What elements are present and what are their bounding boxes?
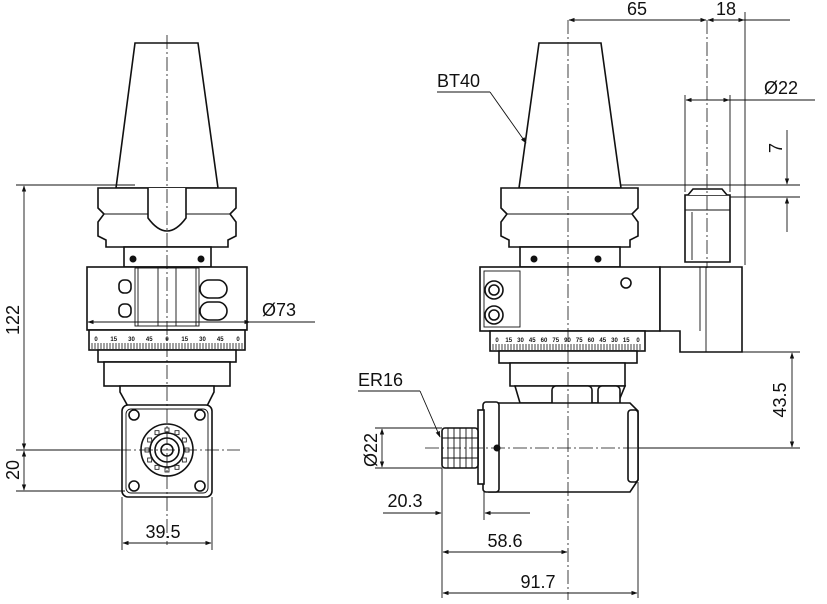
dim-43-5: 43.5 [770, 382, 790, 417]
collet-tooth [147, 437, 153, 443]
collet-tooth [154, 430, 160, 436]
collet-tooth [174, 430, 180, 436]
dim-7: 7 [766, 143, 786, 153]
right-scale-label: 45 [529, 338, 536, 344]
dim-65: 65 [627, 0, 647, 19]
right-scale-label: 0 [636, 338, 640, 344]
right-scale-label: 75 [552, 338, 559, 344]
left-housing [86, 266, 248, 331]
right-scale-label: 75 [576, 338, 583, 344]
right-scale-label: 60 [541, 338, 548, 344]
right-scale-label: 0 [495, 338, 499, 344]
dim-dia73: Ø73 [262, 300, 296, 320]
right-head [488, 402, 639, 493]
left-scale-label: 15 [110, 337, 117, 343]
label-bt40: BT40 [437, 71, 480, 91]
dim-dia22-top: Ø22 [764, 78, 798, 98]
dim-122: 122 [3, 305, 23, 335]
dim-91-7: 91.7 [520, 572, 555, 592]
right-scale-label: 60 [588, 338, 595, 344]
stop-block [659, 266, 743, 353]
left-dimensions: 122 20 Ø73 39.5 [3, 184, 315, 550]
collet-tooth [154, 464, 160, 470]
left-scale-label: 0 [236, 337, 240, 343]
dim-20-3: 20.3 [387, 491, 422, 511]
left-scale-label: 30 [199, 337, 206, 343]
dim-20-left: 20 [3, 460, 23, 480]
left-scale-label: 45 [217, 337, 224, 343]
right-scale-label: 30 [611, 338, 618, 344]
collet-tooth [181, 457, 187, 463]
right-scale-label: 45 [599, 338, 606, 344]
left-scale-label: 45 [146, 337, 153, 343]
left-scale-label: 0 [94, 337, 98, 343]
left-scale-label: 30 [128, 337, 135, 343]
label-er16: ER16 [358, 370, 403, 390]
dim-18: 18 [716, 0, 736, 19]
right-scale-label: 30 [517, 338, 524, 344]
right-flange [500, 187, 639, 248]
right-taper [518, 42, 622, 189]
dim-dia22-left: Ø22 [361, 433, 381, 467]
collet-tooth [181, 437, 187, 443]
right-housing [479, 266, 661, 332]
collet-tooth [147, 457, 153, 463]
right-scale-label: 15 [623, 338, 630, 344]
dim-39-5: 39.5 [145, 522, 180, 542]
right-dimensions: 65 18 Ø22 BT40 7 43.5 ER16 Ø22 [358, 0, 815, 598]
collet-tooth [174, 464, 180, 470]
right-scale-label: 15 [505, 338, 512, 344]
left-collar [123, 246, 212, 268]
dim-58-6: 58.6 [487, 531, 522, 551]
left-scale-label: 15 [181, 337, 188, 343]
